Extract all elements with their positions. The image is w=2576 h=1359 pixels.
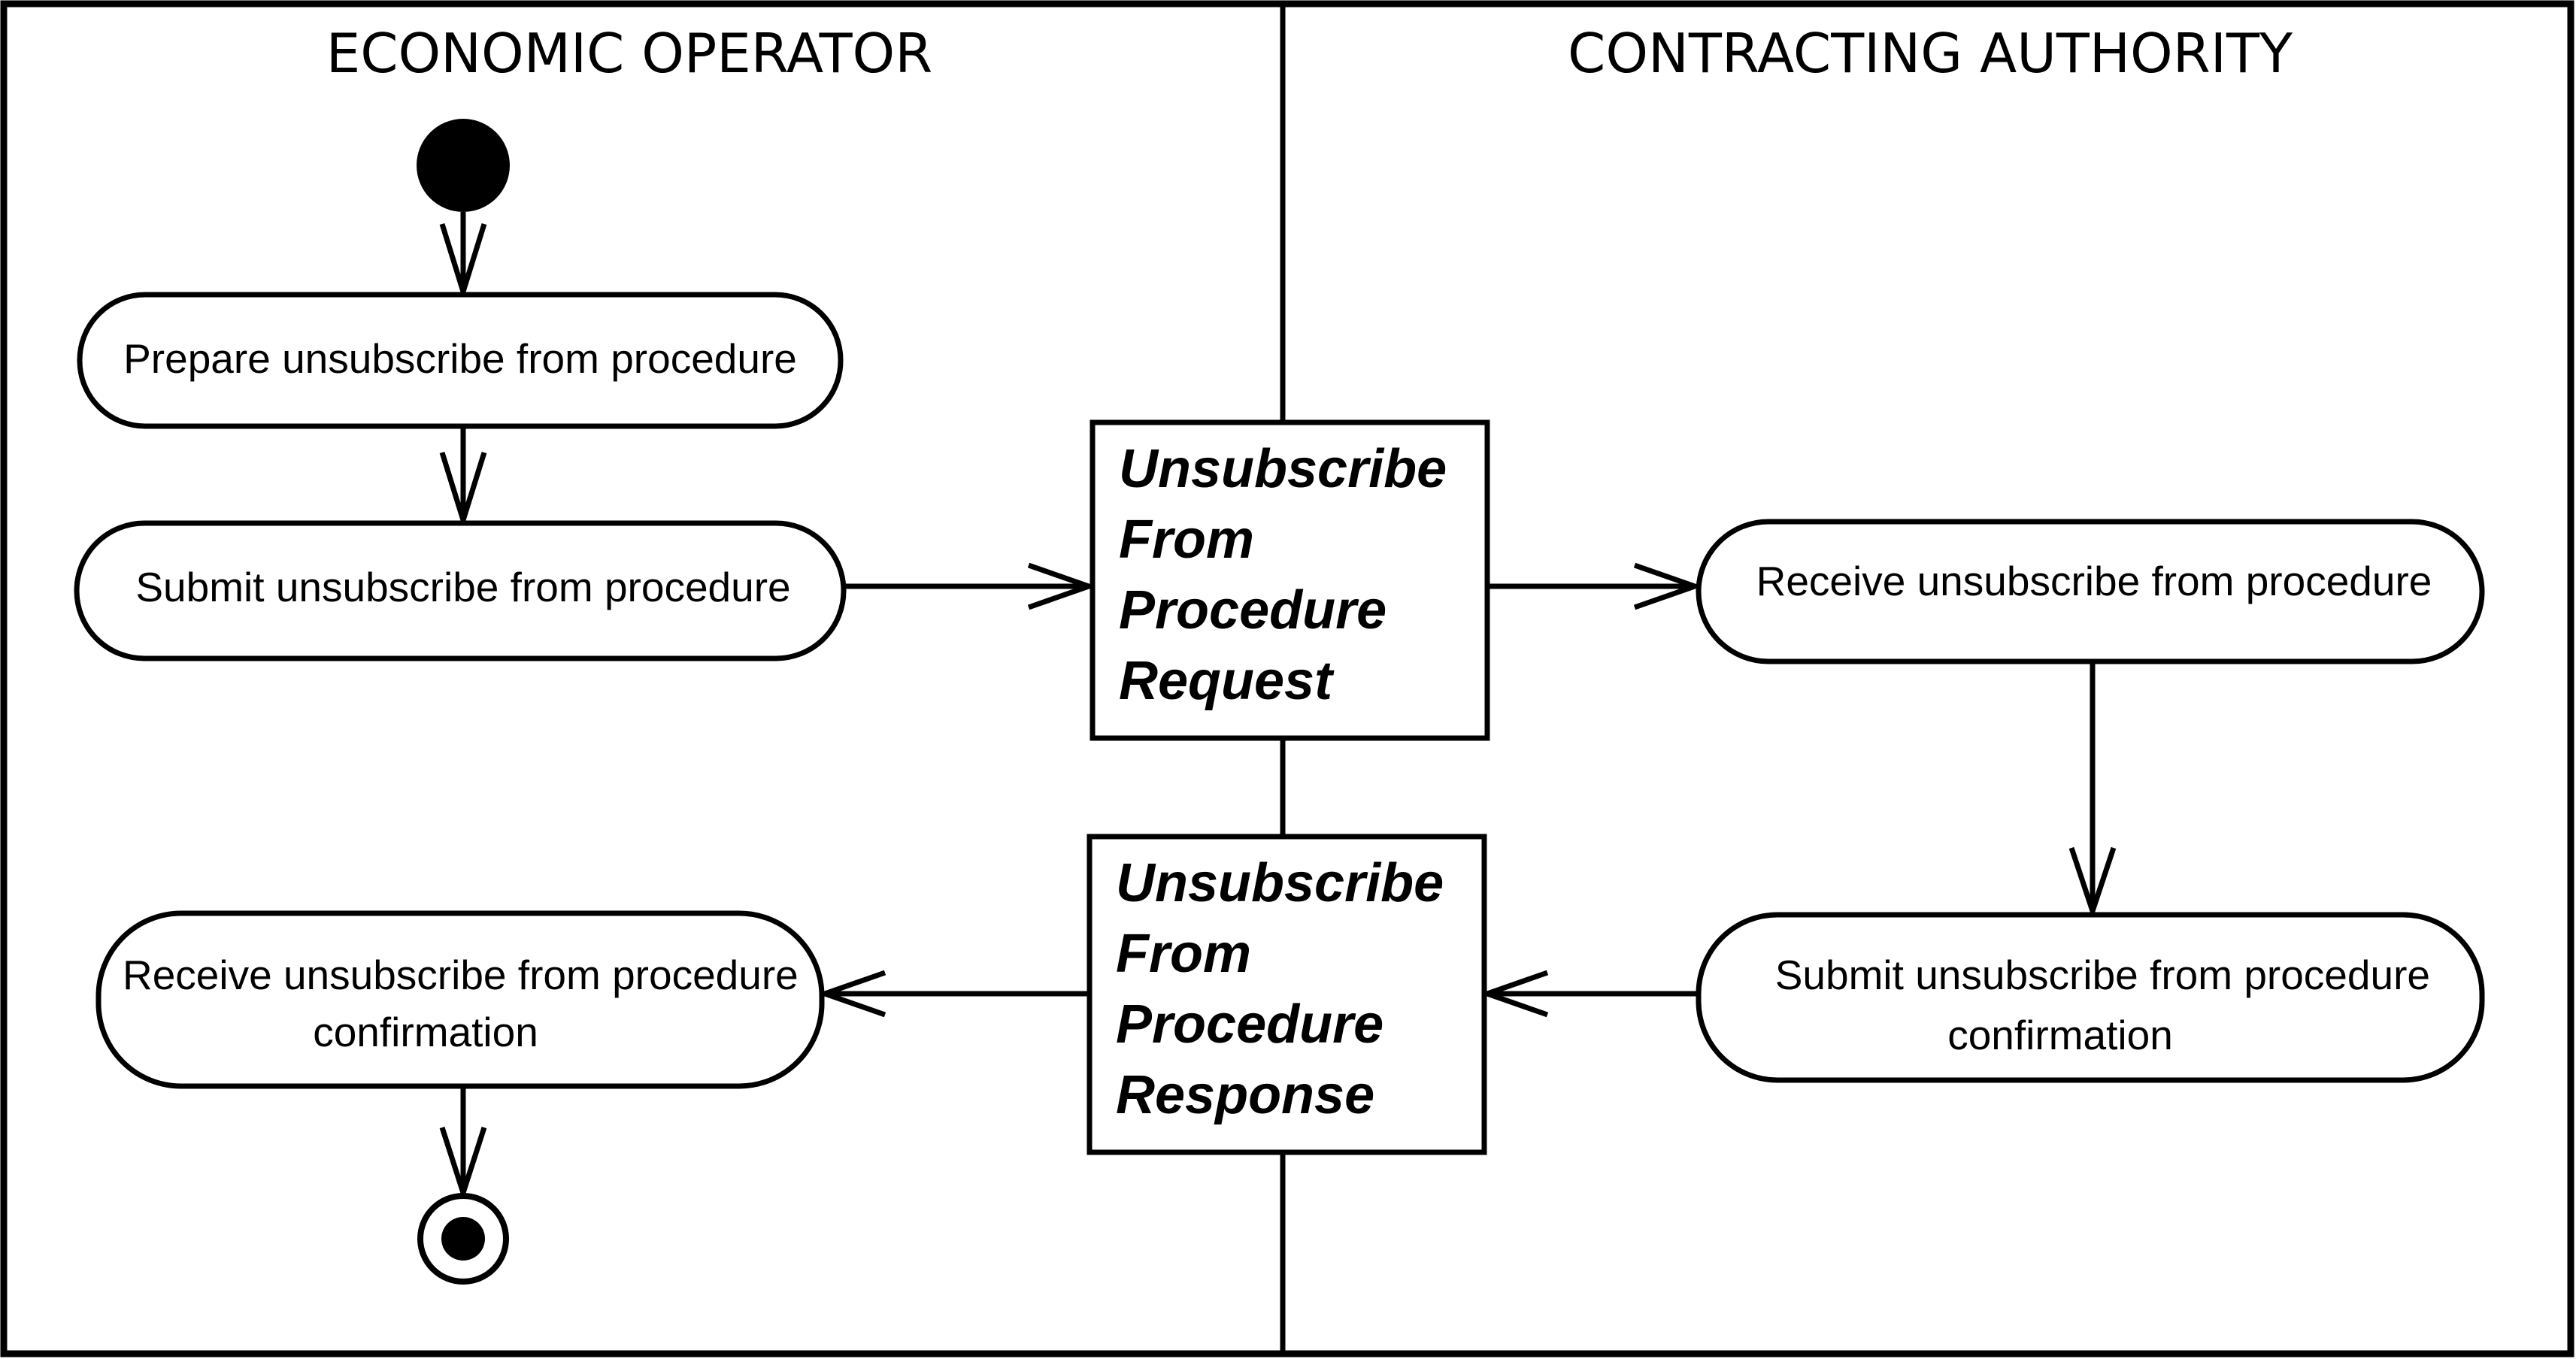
- action-label: confirmation: [1947, 1012, 2173, 1058]
- initial-node: [417, 119, 510, 212]
- object-label-line: Unsubscribe: [1116, 853, 1444, 913]
- edge-submit-to-request-object: [844, 562, 1097, 610]
- action-receive-confirmation: Receive unsubscribe from procedure confi…: [95, 910, 825, 1089]
- action-label: Submit unsubscribe from procedure: [135, 564, 790, 610]
- svg-text:Unsubscribe From P: Unsubscribe From Procedure Request: [1119, 439, 1462, 711]
- edge-request-object-to-receive: [1487, 562, 1703, 610]
- edge-submit-confirmation-to-response-object: [1479, 970, 1699, 1018]
- action-label: Receive unsubscribe from procedure: [1756, 558, 2432, 604]
- action-prepare-unsubscribe: Prepare unsubscribe from procedure: [77, 292, 844, 429]
- swimlane-title-economic-operator: ECONOMIC OPERATOR: [326, 22, 933, 85]
- action-label: confirmation: [313, 1009, 538, 1055]
- object-label-line: Unsubscribe: [1119, 439, 1447, 499]
- object-label-line: From: [1119, 510, 1254, 570]
- svg-text:Submit unsubscribe from proced: Submit unsubscribe from procedure: [135, 564, 790, 610]
- edge-receive-to-submit-confirmation: [2068, 661, 2117, 920]
- object-label-line: From: [1116, 924, 1251, 984]
- action-submit-confirmation: Submit unsubscribe from procedure confir…: [1696, 912, 2485, 1083]
- object-label-line: Response: [1116, 1065, 1374, 1125]
- svg-text:Receive unsubscribe from proce: Receive unsubscribe from procedure: [1756, 558, 2432, 604]
- svg-text:Submit unsubscribe from proced: Submit unsubscribe from procedure confir…: [1775, 952, 2442, 1058]
- svg-text:Unsubscribe From P: Unsubscribe From Procedure Response: [1116, 853, 1459, 1125]
- action-label: Submit unsubscribe from procedure: [1775, 952, 2430, 998]
- object-unsubscribe-request: Unsubscribe From Procedure Request: [1089, 419, 1490, 741]
- action-submit-unsubscribe: Submit unsubscribe from procedure: [74, 520, 847, 661]
- edge-response-object-to-receive-confirmation: [817, 970, 1089, 1018]
- object-unsubscribe-response: Unsubscribe From Procedure Response: [1086, 834, 1487, 1155]
- final-node: [417, 1193, 509, 1285]
- svg-text:Prepare unsubscribe from proce: Prepare unsubscribe from procedure: [123, 335, 797, 382]
- object-label-line: Procedure: [1116, 994, 1383, 1055]
- object-label-line: Procedure: [1119, 580, 1386, 640]
- edge-prepare-to-submit: [439, 426, 487, 529]
- swimlane-title-contracting-authority: CONTRACTING AUTHORITY: [1568, 22, 2293, 85]
- object-label-line: Request: [1119, 651, 1335, 711]
- action-label: Receive unsubscribe from procedure: [123, 952, 799, 998]
- edge-initial-to-prepare: [439, 212, 487, 301]
- action-receive-unsubscribe: Receive unsubscribe from procedure: [1696, 519, 2485, 664]
- action-label: Prepare unsubscribe from procedure: [123, 335, 797, 382]
- svg-text:Receive unsubscribe from proce: Receive unsubscribe from procedure confi…: [123, 952, 810, 1055]
